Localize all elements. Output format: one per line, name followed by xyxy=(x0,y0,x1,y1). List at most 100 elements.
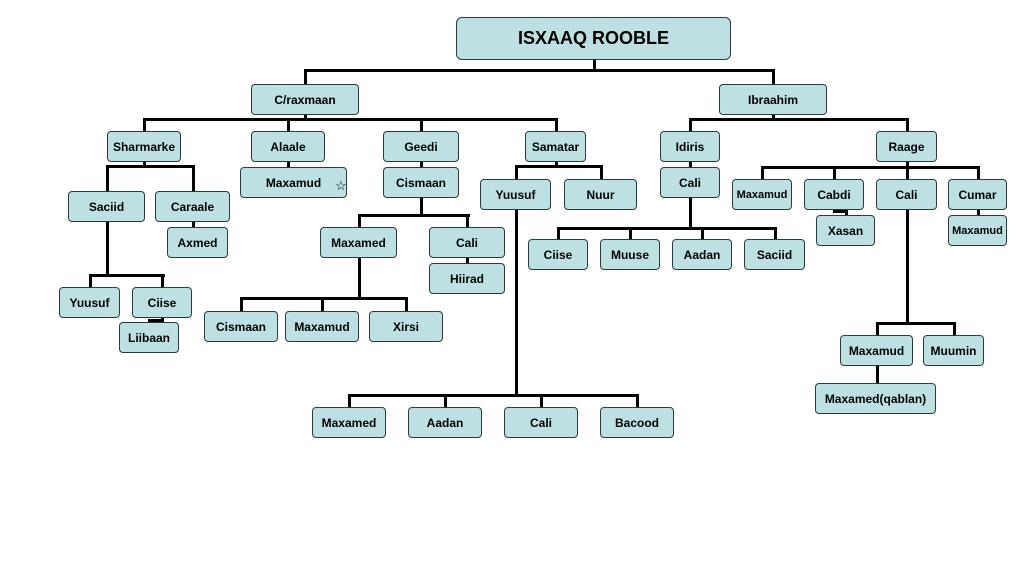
connector-line xyxy=(148,320,151,322)
connector-line xyxy=(701,228,704,239)
connector-line xyxy=(977,210,980,215)
connector-line xyxy=(466,215,469,227)
connector-line xyxy=(287,162,290,167)
node-ciise: Ciise xyxy=(528,239,588,270)
node-maxamed: Maxamed xyxy=(320,227,397,258)
connector-line xyxy=(833,210,848,213)
node-aadan: Aadan xyxy=(672,239,732,270)
connector-line xyxy=(515,165,603,168)
connector-line xyxy=(761,167,764,179)
node-xirsi: Xirsi xyxy=(369,311,443,342)
connector-line xyxy=(143,162,146,166)
node-aadan: Aadan xyxy=(408,407,482,438)
connector-line xyxy=(515,210,518,395)
node-cumar: Cumar xyxy=(948,179,1007,210)
node-yuusuf: Yuusuf xyxy=(59,287,120,318)
connector-line xyxy=(420,162,423,167)
connector-line xyxy=(600,166,603,179)
connector-line xyxy=(89,274,165,277)
connector-line xyxy=(689,118,909,121)
node-bacood: Bacood xyxy=(600,407,674,438)
connector-line xyxy=(192,166,195,191)
connector-line xyxy=(557,227,777,230)
node-maxamed-qablan: Maxamed(qablan) xyxy=(815,383,936,414)
node-sharmarke: Sharmarke xyxy=(107,131,181,162)
connector-line xyxy=(304,115,307,119)
connector-line xyxy=(466,258,469,263)
connector-line xyxy=(845,211,848,215)
connector-line xyxy=(833,167,836,179)
node-axmed: Axmed xyxy=(167,227,228,258)
connector-line xyxy=(629,228,632,239)
node-yuusuf: Yuusuf xyxy=(480,179,551,210)
connector-line xyxy=(555,119,558,131)
connector-line xyxy=(772,70,775,84)
connector-line xyxy=(161,275,164,287)
node-muumin: Muumin xyxy=(923,335,984,366)
node-samatar: Samatar xyxy=(525,131,586,162)
connector-line xyxy=(774,228,777,239)
connector-line xyxy=(348,395,351,407)
connector-line xyxy=(287,119,290,131)
node-cismaan: Cismaan xyxy=(204,311,278,342)
connector-line xyxy=(348,394,639,397)
connector-line xyxy=(240,297,408,300)
connector-line xyxy=(636,395,639,407)
connector-line xyxy=(358,214,470,217)
connector-line xyxy=(143,118,558,121)
connector-line xyxy=(555,162,558,166)
node-xasan: Xasan xyxy=(816,215,875,246)
connector-line xyxy=(876,322,956,325)
node-ciise: Ciise xyxy=(132,287,192,318)
connector-line xyxy=(106,166,109,191)
node-cabdi: Cabdi xyxy=(804,179,864,210)
connector-line xyxy=(540,395,543,407)
root-node: ISXAAQ ROOBLE xyxy=(456,17,731,60)
node-saciid: Saciid xyxy=(68,191,145,222)
node-maxamud: Maxamud xyxy=(285,311,359,342)
connector-line xyxy=(761,166,980,169)
node-geedi: Geedi xyxy=(383,131,459,162)
connector-line xyxy=(358,215,361,227)
connector-line xyxy=(148,319,164,322)
node-cali: Cali xyxy=(429,227,505,258)
connector-line xyxy=(304,69,775,72)
node-saciid: Saciid xyxy=(744,239,805,270)
connector-line xyxy=(106,222,109,275)
connector-line xyxy=(593,60,596,70)
connector-line xyxy=(89,275,92,287)
connector-line xyxy=(106,165,195,168)
connector-line xyxy=(772,115,775,119)
node-c-raxmaan: C/raxmaan xyxy=(251,84,359,115)
connector-line xyxy=(876,366,879,383)
connector-line xyxy=(143,119,146,131)
node-hiirad: Hiirad xyxy=(429,263,505,294)
connector-line xyxy=(444,395,447,407)
connector-line xyxy=(321,298,324,311)
node-caraale: Caraale xyxy=(155,191,230,222)
connector-line xyxy=(689,162,692,167)
connector-line xyxy=(358,258,361,298)
connector-line xyxy=(420,119,423,131)
connector-line xyxy=(557,228,560,239)
star-icon: ☆ xyxy=(335,178,347,193)
connector-line xyxy=(304,70,307,84)
node-ibraahim: Ibraahim xyxy=(719,84,827,115)
node-maxamud: Maxamud xyxy=(240,167,347,198)
node-muuse: Muuse xyxy=(600,239,660,270)
node-cali: Cali xyxy=(660,167,720,198)
node-maxamud: Maxamud xyxy=(948,215,1007,246)
node-cali: Cali xyxy=(876,179,937,210)
connector-line xyxy=(953,323,956,335)
node-liibaan: Liibaan xyxy=(119,322,179,353)
node-cismaan: Cismaan xyxy=(383,167,459,198)
connector-line xyxy=(515,166,518,179)
connector-line xyxy=(906,210,909,323)
connector-line xyxy=(876,323,879,335)
node-maxamud: Maxamud xyxy=(840,335,913,366)
connector-line xyxy=(906,119,909,131)
node-maxamud: Maxamud xyxy=(732,179,792,210)
node-idiris: Idiris xyxy=(660,131,720,162)
node-alaale: Alaale xyxy=(251,131,325,162)
